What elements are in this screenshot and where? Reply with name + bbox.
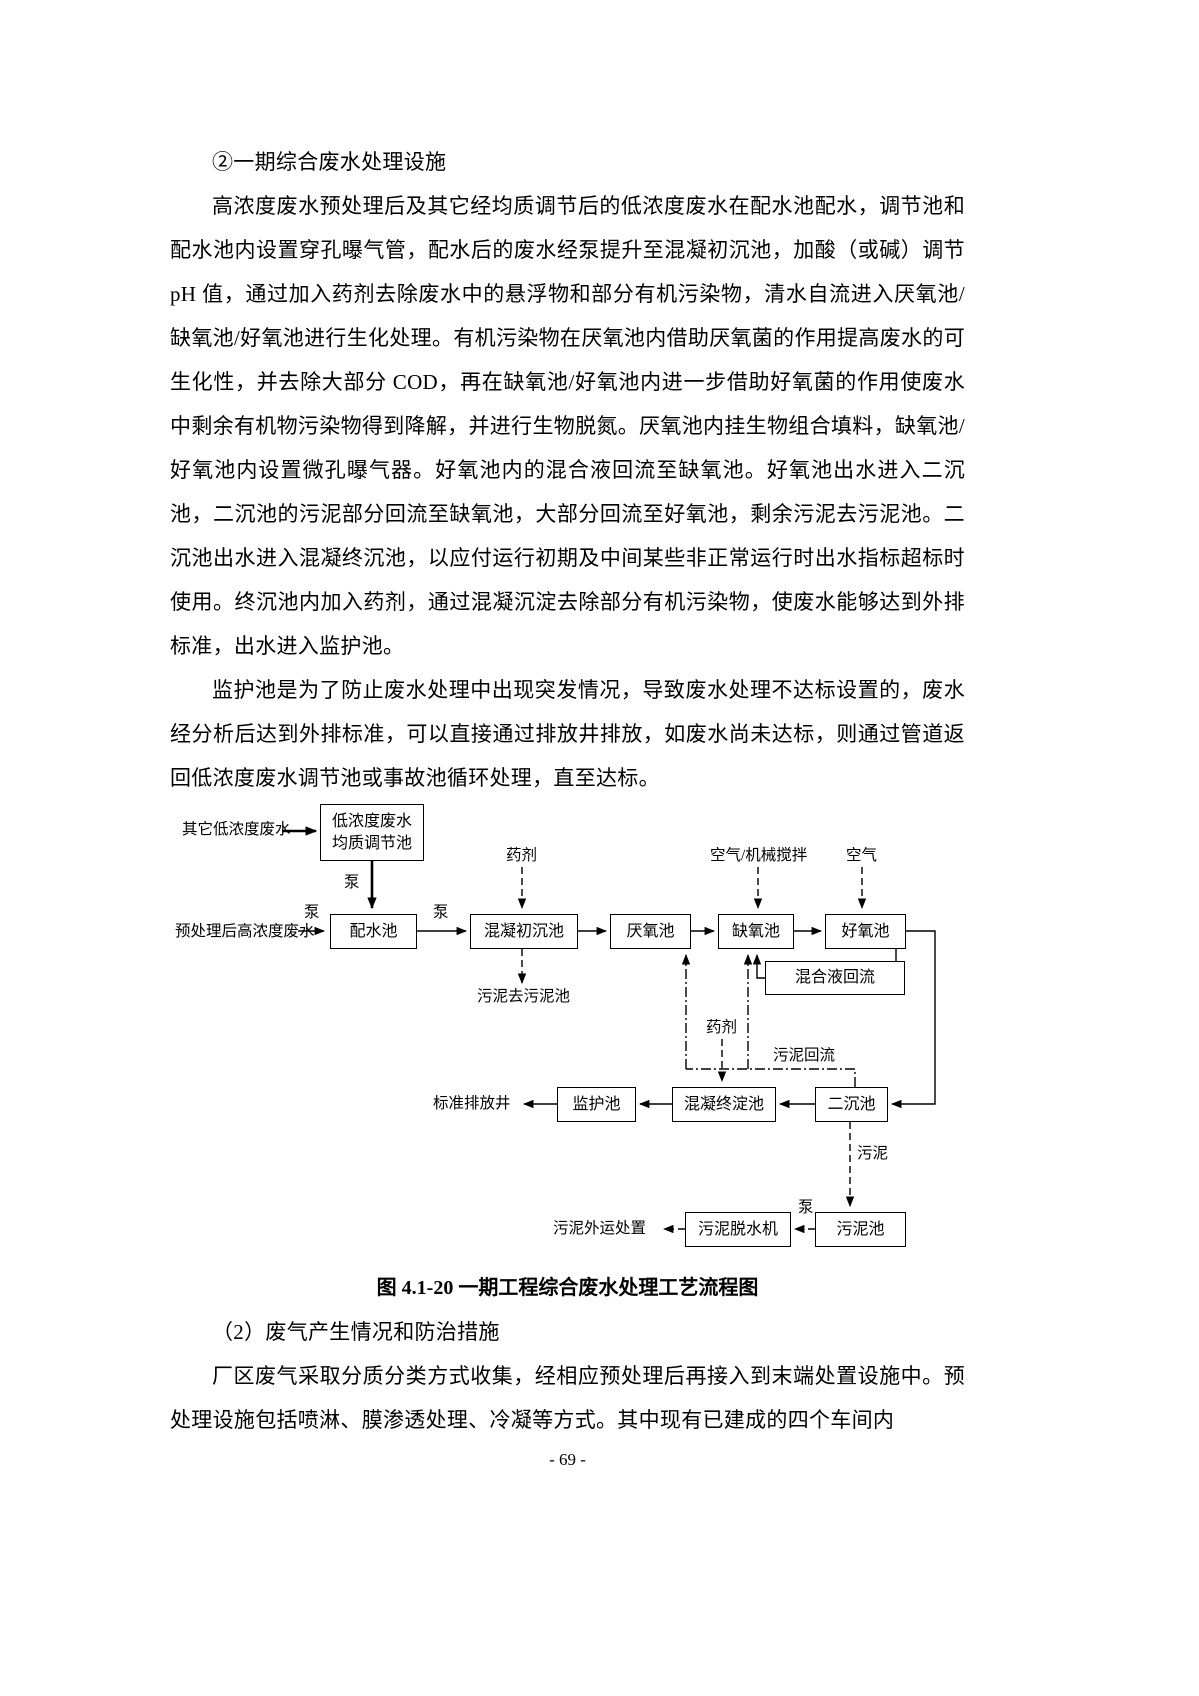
node-coagulation-primary-sedimentation-tank: 混凝初沉池: [470, 914, 578, 949]
section-heading-2: （2）废气产生情况和防治措施: [212, 1320, 500, 1344]
node-anaerobic-tank: 厌氧池: [610, 914, 691, 949]
label-other-low-conc-wastewater: 其它低浓度废水: [182, 821, 291, 838]
label-pretreated-high-conc-wastewater: 预处理后高浓度废水: [175, 923, 315, 940]
label-pump-3: 泵: [433, 904, 449, 921]
section-heading: ②一期综合废水处理设施: [212, 150, 447, 174]
label-standard-discharge-well: 标准排放井: [433, 1095, 511, 1112]
label-sludge-offsite-disposal: 污泥外运处置: [553, 1220, 647, 1237]
node-sludge-tank: 污泥池: [815, 1212, 906, 1247]
node-low-conc-equalization-tank: 低浓度废水 均质调节池: [320, 804, 424, 861]
node-secondary-sedimentation-tank: 二沉池: [815, 1087, 888, 1122]
page-content: ②一期综合废水处理设施 高浓度废水预处理后及其它经均质调节后的低浓度废水在配水池…: [170, 140, 965, 1442]
label-pump-1: 泵: [344, 874, 360, 891]
label-chemical-agent-1: 药剂: [506, 847, 538, 864]
label-pump-2: 泵: [304, 904, 320, 921]
figure-caption: 图 4.1-20 一期工程综合废水处理工艺流程图: [376, 1277, 759, 1299]
sludge-return-lines: [681, 953, 856, 1087]
label-sludge: 污泥: [857, 1145, 889, 1162]
node-anoxic-tank: 缺氧池: [718, 914, 794, 949]
node-water-distribution-tank: 配水池: [330, 914, 417, 949]
paragraph-waste-gas: 厂区废气采取分质分类方式收集，经相应预处理后再接入到末端处置设施中。预处理设施包…: [170, 1364, 965, 1432]
thick-feed-arrows: [282, 826, 377, 910]
label-chemical-agent-2: 药剂: [706, 1019, 738, 1036]
process-flow-diagram: 低浓度废水 均质调节池 配水池 混凝初沉池 厌氧池 缺氧池 好氧池 混合液回流 …: [170, 804, 970, 1264]
label-air: 空气: [846, 847, 878, 864]
paragraph-treatment-process: 高浓度废水预处理后及其它经均质调节后的低浓度废水在配水池配水，调节池和配水池内设…: [170, 194, 965, 658]
label-sludge-return: 污泥回流: [773, 1047, 836, 1064]
node-monitoring-tank: 监护池: [557, 1087, 636, 1122]
label-sludge-to-sludge-tank: 污泥去污泥池: [477, 988, 571, 1005]
label-pump-4: 泵: [798, 1199, 814, 1216]
node-sludge-dewatering-machine: 污泥脱水机: [685, 1212, 791, 1247]
dashed-dosing-arrows: [517, 867, 867, 1234]
paragraph-monitoring-tank: 监护池是为了防止废水处理中出现突发情况，导致废水处理不达标设置的，废水经分析后达…: [170, 678, 965, 790]
node-mixed-liquor-return: 混合液回流: [765, 961, 905, 995]
main-flow-arrows: [298, 926, 936, 1109]
node-coagulation-final-sedimentation-tank: 混凝终淀池: [672, 1087, 776, 1122]
node-aerobic-tank: 好氧池: [825, 914, 906, 949]
flow-arrows: [282, 826, 936, 1234]
label-air-mechanical-mixing: 空气/机械搅拌: [710, 847, 808, 864]
page-number: - 69 -: [549, 1450, 586, 1469]
